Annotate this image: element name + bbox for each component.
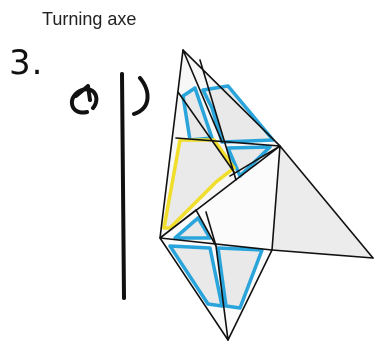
rotation-arrow-icon — [70, 76, 150, 116]
step-number-label: 3. — [9, 43, 44, 83]
blue-piece-top-left — [181, 86, 214, 142]
polyhedron-edges — [159, 49, 374, 341]
blue-piece-lower-small — [173, 216, 212, 240]
blue-piece-lower-left — [168, 244, 224, 308]
turning-axis-line — [120, 72, 126, 300]
yellow-piece — [162, 138, 236, 230]
diagram-title: Turning axe — [42, 9, 137, 29]
blue-piece-lower-right — [216, 246, 264, 310]
lower-blue-pieces — [168, 216, 264, 310]
shaded-face — [272, 146, 373, 258]
lower-body-face — [160, 146, 280, 340]
